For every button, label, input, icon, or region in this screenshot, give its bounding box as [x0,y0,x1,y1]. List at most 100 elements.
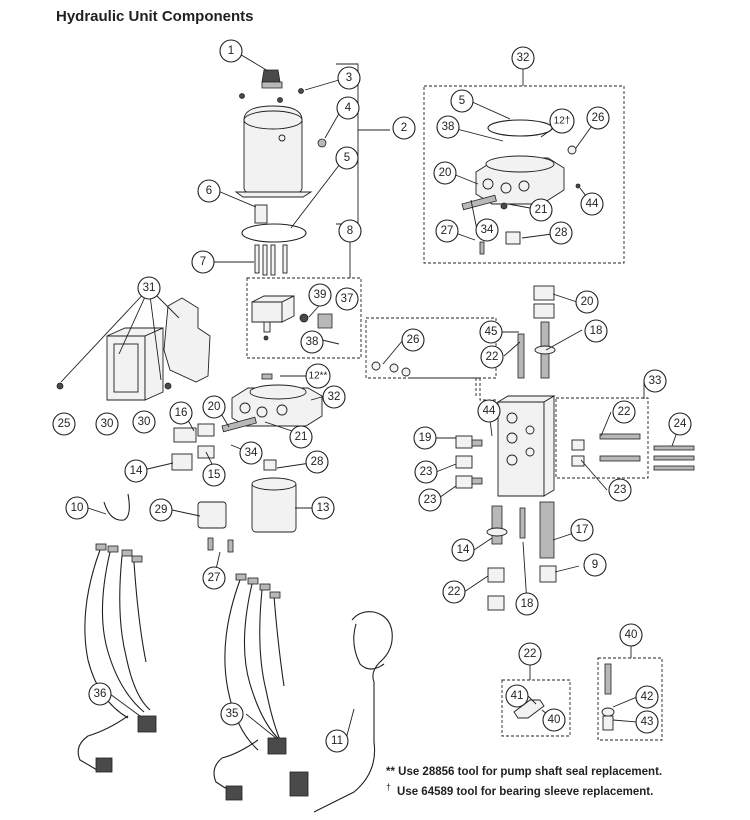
callout: 27 [435,219,459,243]
callout: 2 [392,116,416,140]
callout: 39 [308,283,332,307]
callout-label: 42 [641,691,654,703]
harness-11 [289,611,393,813]
callout: 40 [542,708,566,732]
callout: 23 [414,460,438,484]
callout: 5 [450,89,474,113]
callout-label: 8 [347,225,353,237]
callout-label: 27 [208,572,221,584]
callout-label: 22 [448,586,461,598]
callout: 18 [515,592,539,616]
callout: 32 [322,385,346,409]
callout-label: 32 [328,391,341,403]
callout-label: 24 [674,418,687,430]
callout: 23 [608,478,632,502]
callout-label: 11 [331,735,343,747]
callout: 7 [191,250,215,274]
callout: 26 [401,328,425,352]
callout: 43 [635,710,659,734]
harness-35 [213,573,287,801]
footnote-bearing-sleeve-text: Use 64589 tool for bearing sleeve replac… [397,785,654,798]
callout-label: 39 [314,289,327,301]
manifold-center [171,373,323,471]
callout-label: 14 [457,544,470,556]
callout: 11 [325,729,349,753]
callout: 3 [337,66,361,90]
callout: 20 [575,290,599,314]
reservoir-group [234,63,390,276]
callout: 8 [338,219,362,243]
footnote-bearing-sleeve: †Use 64589 tool for bearing sleeve repla… [386,782,653,798]
callout: 16 [169,401,193,425]
callout: 14 [451,538,475,562]
callout-label: 41 [511,690,524,702]
callout-label: 12** [309,371,328,382]
callout-label: 18 [521,598,534,610]
callout: 35 [220,702,244,726]
callout-label: 16 [175,407,188,419]
callout-label: 36 [94,688,107,700]
callout: 21 [529,198,553,222]
callout-label: 28 [311,456,324,468]
callout: 33 [643,369,667,393]
callout: 23 [418,488,442,512]
callout-label: 18 [590,325,603,337]
callout-label: 22 [524,648,537,660]
callout-label: 34 [481,224,494,236]
callout-label: 30 [138,416,151,428]
callout-label: 37 [341,293,354,305]
callout: 22 [612,400,636,424]
callout-label: 22 [618,406,631,418]
callout-label: 14 [130,465,143,477]
callout: 31 [137,276,161,300]
callout: 24 [668,412,692,436]
callout: 38 [300,330,324,354]
callout-label: 43 [641,716,654,728]
callout-label: 19 [419,432,432,444]
callout-label: 6 [206,185,212,197]
callout-label: 1 [228,45,234,57]
callout-label: 5 [459,95,465,107]
callout: 10 [65,496,89,520]
callout-label: 20 [581,296,594,308]
motor-group [103,477,297,553]
harness-36 [77,543,157,773]
callout-label: 10 [71,502,84,514]
callout-label: 21 [535,204,548,216]
callout: 41 [505,684,529,708]
callout: 38 [436,115,460,139]
callout-label: 44 [586,198,599,210]
callout: 36 [88,682,112,706]
callout: 18 [584,319,608,343]
callout-label: 35 [226,708,239,720]
callout-label: 23 [424,494,437,506]
page-title: Hydraulic Unit Components [56,8,254,25]
callouts: 1 2 3 4 5 6 7 8 9 10 11 12** 13 14 15 16… [52,39,692,753]
callout: 12** [305,363,331,389]
callout: 19 [413,426,437,450]
callout: 44 [477,399,501,423]
callout-label: 21 [295,431,308,443]
callout: 21 [289,425,313,449]
callout-label: 38 [442,121,455,133]
callout: 13 [311,496,335,520]
callout-label: 17 [576,524,589,536]
callout: 32 [511,46,535,70]
callout: 27 [202,566,226,590]
callout: 12† [549,108,575,134]
callout-label: 30 [101,418,114,430]
callout: 45 [479,320,503,344]
callout: 4 [336,96,360,120]
callout: 30 [132,410,156,434]
callout: 17 [570,518,594,542]
callout-label: 27 [441,225,454,237]
callout-label: 28 [555,227,568,239]
callout: 22 [480,345,504,369]
callout-label: 34 [245,447,258,459]
callout-label: 26 [407,334,420,346]
callout: 28 [549,221,573,245]
control-box-group [56,297,211,401]
callout-label: 13 [317,502,330,514]
callout-label: 15 [208,469,221,481]
